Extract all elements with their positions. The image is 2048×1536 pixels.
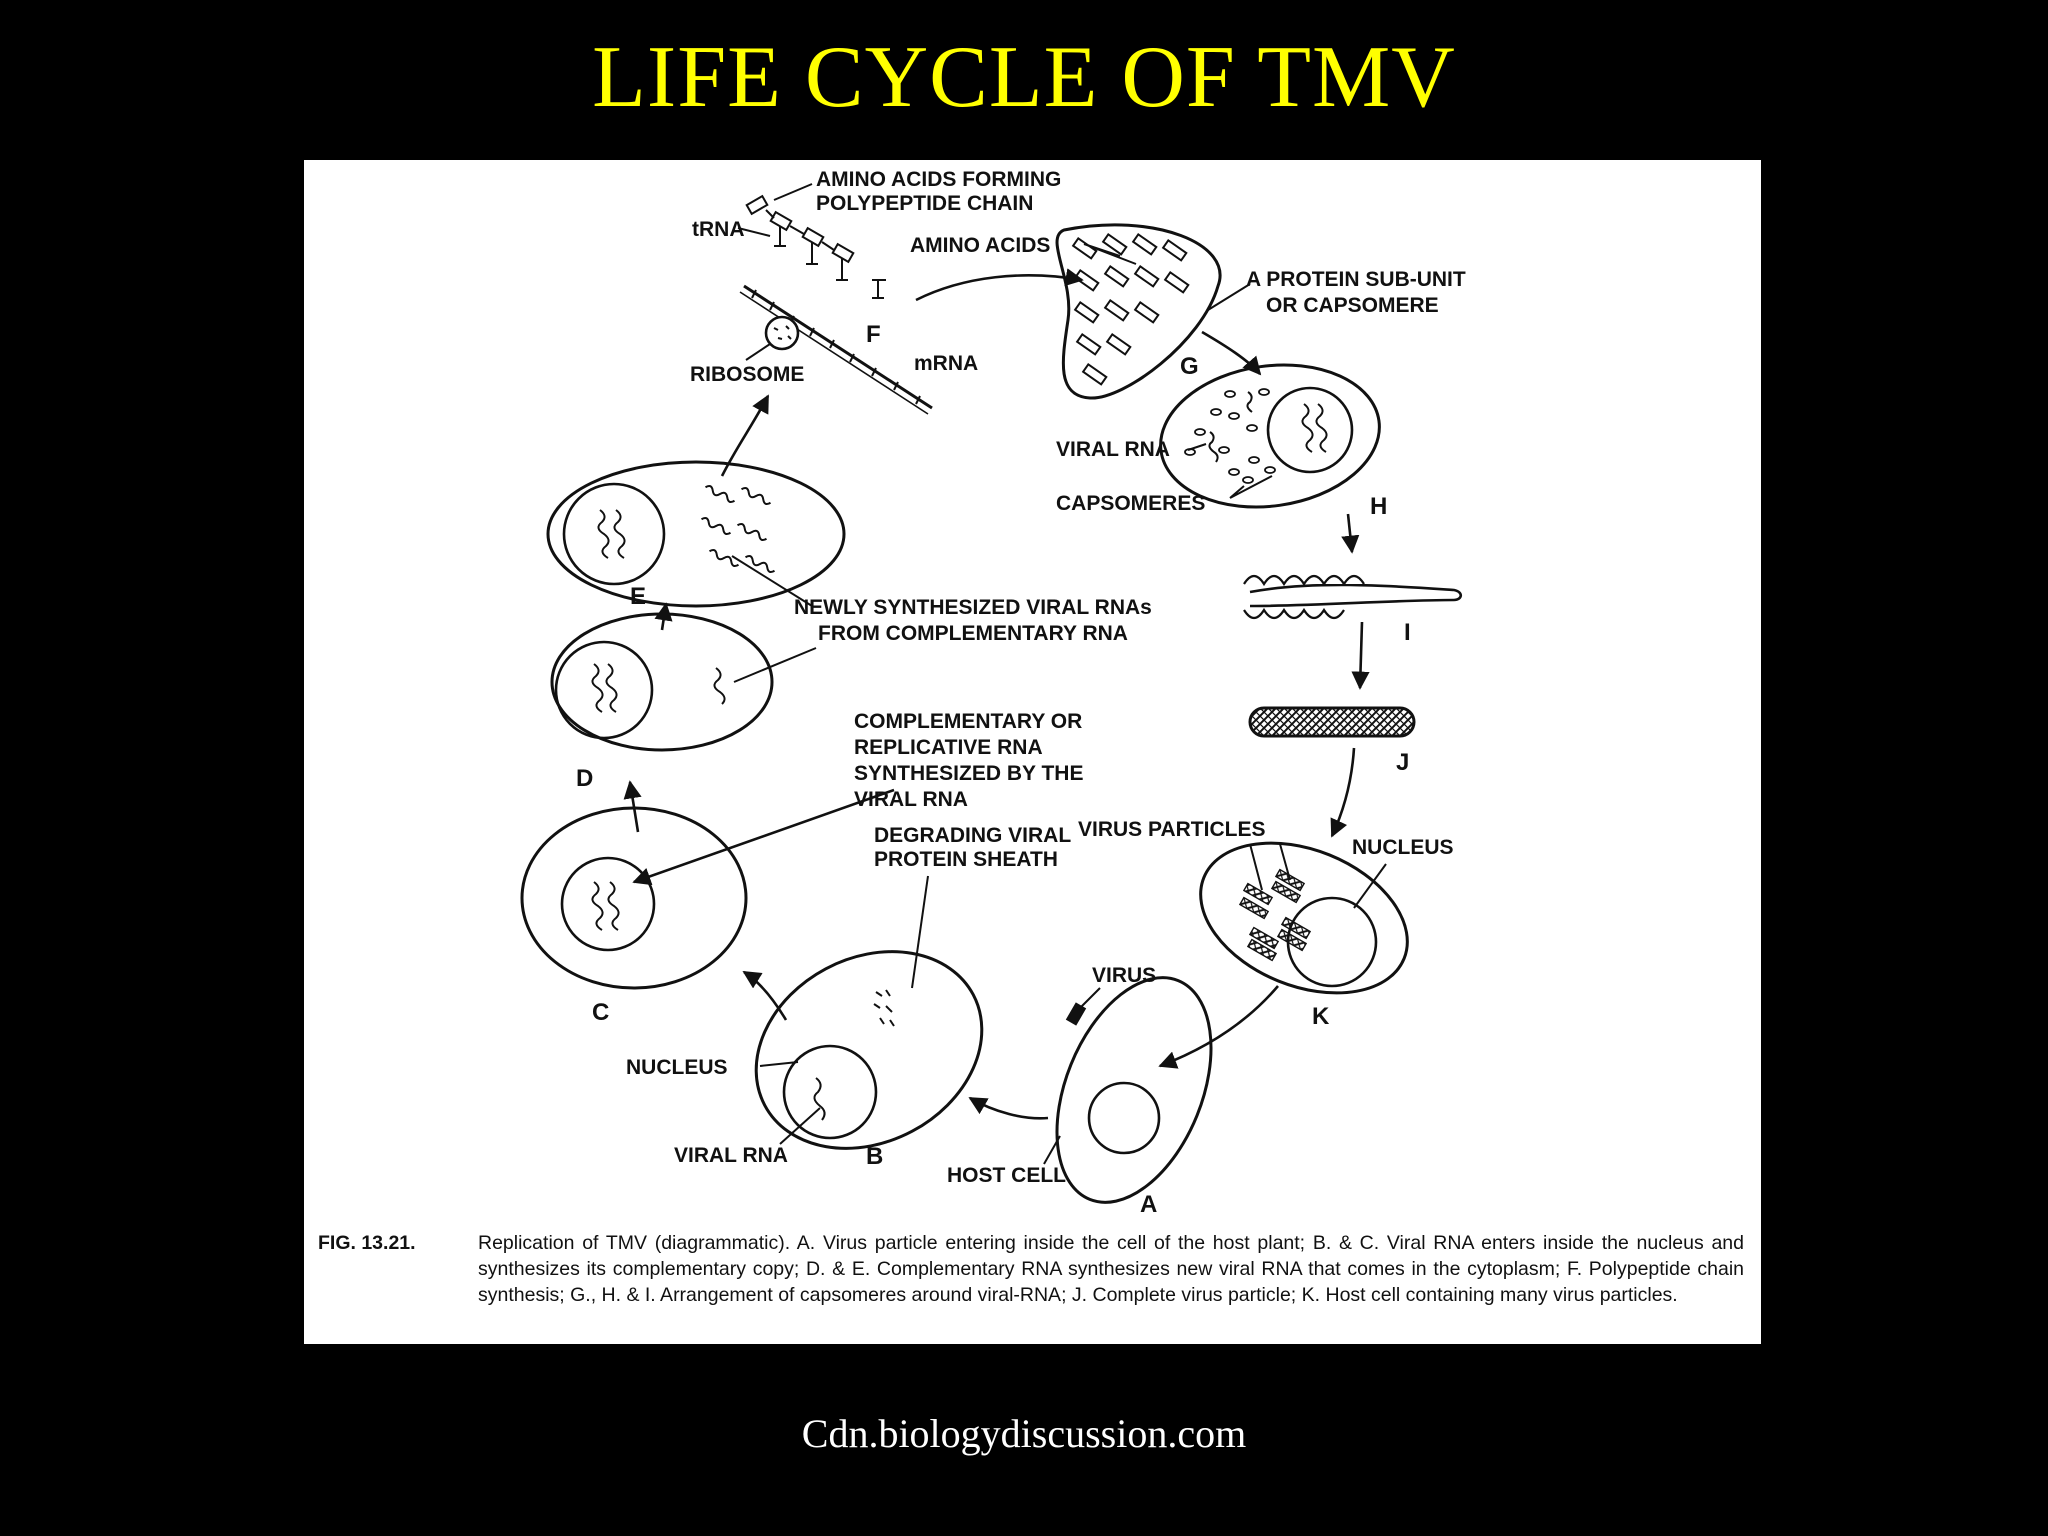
source-credit: Cdn.biologydiscussion.com — [801, 1411, 1247, 1456]
figure-caption: FIG. 13.21. Replication of TMV (diagramm… — [318, 1230, 1744, 1308]
label-amino-acids-forming-1: AMINO ACIDS FORMING — [816, 168, 1061, 191]
label-mrna: mRNA — [914, 352, 978, 375]
stage-letter-c: C — [592, 999, 609, 1026]
label-degrading-2: PROTEIN SHEATH — [874, 848, 1058, 871]
label-newly-synthesized-2: FROM COMPLEMENTARY RNA — [818, 622, 1128, 645]
stage-g-capsomere — [1055, 223, 1222, 400]
label-amino-acids: AMINO ACIDS — [910, 234, 1050, 257]
stage-letter-b: B — [866, 1143, 883, 1170]
label-virus-particles: VIRUS PARTICLES — [1078, 818, 1265, 841]
stage-letter-g: G — [1180, 353, 1199, 380]
label-nucleus-k: NUCLEUS — [1352, 836, 1454, 859]
label-capsomeres: CAPSOMERES — [1056, 492, 1205, 515]
label-nucleus-b: NUCLEUS — [626, 1056, 728, 1079]
label-protein-subunit-2: OR CAPSOMERE — [1266, 294, 1439, 317]
figure-number: FIG. 13.21. — [318, 1232, 416, 1254]
stage-b-cell — [754, 950, 984, 1150]
stage-f-translation — [739, 194, 933, 415]
figure-caption-text: Replication of TMV (diagrammatic). A. Vi… — [478, 1232, 1744, 1306]
label-virus: VIRUS — [1092, 964, 1156, 987]
stage-letter-k: K — [1312, 1003, 1330, 1030]
stage-e-cell — [546, 460, 846, 608]
stage-c-cell — [520, 806, 748, 990]
stage-d-cell — [550, 612, 774, 752]
label-protein-subunit-1: A PROTEIN SUB-UNIT — [1246, 268, 1466, 291]
slide-title: LIFE CYCLE OF TMV — [592, 29, 1456, 126]
label-complementary-1: COMPLEMENTARY OR — [854, 710, 1082, 733]
stage-letter-a: A — [1140, 1191, 1157, 1218]
tmv-life-cycle-diagram: VIRUS HOST CELL A NUCLEUS VIRAL RNA B DE… — [520, 168, 1466, 1218]
stage-k-cell — [1199, 841, 1409, 995]
stage-h-cell — [1159, 363, 1381, 509]
stage-a-host-cell — [1055, 976, 1213, 1204]
label-viral-rna-h: VIRAL RNA — [1056, 438, 1170, 461]
label-degrading-1: DEGRADING VIRAL — [874, 824, 1071, 847]
stage-letter-j: J — [1396, 749, 1409, 776]
label-complementary-2: REPLICATIVE RNA — [854, 736, 1043, 759]
stage-letter-f: F — [866, 321, 881, 348]
label-complementary-4: VIRAL RNA — [854, 788, 968, 811]
label-complementary-3: SYNTHESIZED BY THE — [854, 762, 1083, 785]
cycle-arrows — [623, 268, 1370, 1120]
label-amino-acids-forming-2: POLYPEPTIDE CHAIN — [816, 192, 1033, 215]
stage-letter-d: D — [576, 765, 593, 792]
stage-j-virus-particle — [1248, 706, 1416, 738]
label-host-cell: HOST CELL — [947, 1164, 1066, 1187]
label-trna: tRNA — [692, 218, 745, 241]
stage-i-assembly — [1243, 574, 1463, 620]
label-viral-rna-b: VIRAL RNA — [674, 1144, 788, 1167]
label-ribosome: RIBOSOME — [690, 363, 804, 386]
figure-panel: VIRUS HOST CELL A NUCLEUS VIRAL RNA B DE… — [304, 160, 1761, 1344]
stage-letter-h: H — [1370, 493, 1387, 520]
label-newly-synthesized-1: NEWLY SYNTHESIZED VIRAL RNAs — [794, 596, 1152, 619]
stage-letter-e: E — [630, 583, 646, 610]
stage-letter-i: I — [1404, 619, 1411, 646]
